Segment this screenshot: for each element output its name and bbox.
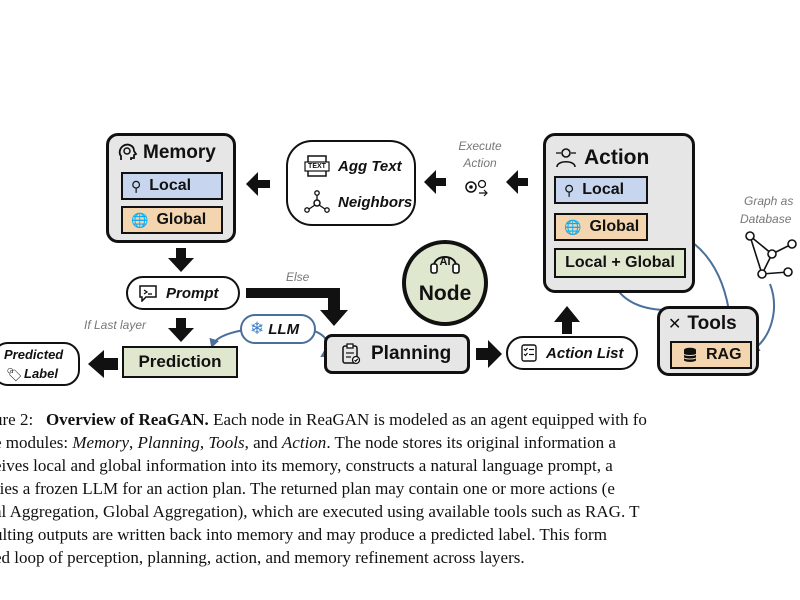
caption-line-3: eives local and global information into … bbox=[0, 456, 613, 475]
action-local-block: ⚲ Local bbox=[554, 176, 648, 204]
planning-label: Planning bbox=[371, 343, 452, 364]
execute-line1: Execute bbox=[458, 139, 502, 153]
graph-icon bbox=[742, 228, 798, 284]
predicted-line1: Predicted bbox=[4, 347, 64, 362]
memory-header: Memory bbox=[117, 142, 216, 164]
graph-db-line1: Graph as bbox=[744, 194, 794, 208]
prompt-label: Prompt bbox=[166, 284, 219, 302]
ai-node-circle: AI Node bbox=[402, 240, 488, 326]
terminal-icon bbox=[138, 284, 158, 303]
prediction-block: Prediction bbox=[122, 346, 238, 378]
checklist-icon bbox=[520, 343, 538, 363]
wrench-screwdriver-icon: ✕ bbox=[668, 316, 682, 333]
caption-line-6: ulting outputs are written back into mem… bbox=[0, 525, 607, 544]
arrow-prediction-to-label bbox=[88, 350, 118, 378]
caption-line-4: ries a frozen LLM for an action plan. Th… bbox=[0, 479, 615, 498]
prompt-pill: Prompt bbox=[126, 276, 240, 310]
predicted-line2: Label bbox=[24, 366, 58, 381]
gear-cycle-icon bbox=[462, 176, 490, 198]
planning-box: Planning bbox=[324, 334, 470, 374]
rag-block: RAG bbox=[670, 341, 752, 369]
globe-icon: 🌐 bbox=[131, 211, 149, 228]
arrow-prompt-to-prediction bbox=[168, 318, 194, 342]
head-network-icon bbox=[554, 146, 578, 170]
action-box: Action ⚲ Local 🌐 Global Local + Global bbox=[543, 133, 695, 293]
if-last-layer-label: If Last layer bbox=[84, 318, 147, 332]
memory-local-label: Local bbox=[149, 177, 192, 194]
action-global-block: 🌐 Global bbox=[554, 213, 648, 241]
action-global-label: Global bbox=[589, 218, 640, 235]
llm-pill: ❄ LLM bbox=[240, 314, 316, 344]
caption-line-5: al Aggregation, Global Aggregation), whi… bbox=[0, 502, 640, 521]
action-header: Action bbox=[554, 146, 649, 170]
memory-global-label: Global bbox=[156, 211, 207, 228]
memory-global-block: 🌐 Global bbox=[121, 206, 223, 234]
graph-db-line2: Database bbox=[740, 212, 792, 226]
arrow-actionlist-to-action bbox=[554, 306, 580, 334]
agg-text-label: Agg Text bbox=[338, 158, 402, 175]
caption-line-1: ure 2: Overview of ReaGAN. Each node in … bbox=[0, 410, 647, 429]
rag-label: RAG bbox=[706, 346, 742, 363]
aggregation-box: TEXT Agg Text Neighbors bbox=[286, 140, 416, 226]
action-local-label: Local bbox=[582, 181, 625, 198]
text-badge: TEXT bbox=[308, 163, 326, 170]
tag-icon: 🏷 bbox=[6, 367, 23, 382]
text-doc-icon: TEXT bbox=[304, 154, 330, 178]
arrow-prompt-to-planning bbox=[246, 288, 348, 326]
node-label: Node bbox=[418, 282, 472, 305]
neighbors-label: Neighbors bbox=[338, 194, 413, 211]
caption-title: Overview of ReaGAN. bbox=[45, 410, 209, 429]
predicted-label-pill: Predicted 🏷 Label bbox=[0, 342, 80, 386]
network-icon bbox=[304, 190, 330, 216]
else-label: Else bbox=[286, 270, 310, 284]
action-list-pill: Action List bbox=[506, 336, 638, 370]
globe-icon: 🌐 bbox=[564, 218, 582, 235]
action-local-global-label: Local + Global bbox=[565, 254, 675, 271]
tools-title: Tools bbox=[687, 313, 737, 334]
llm-label: LLM bbox=[268, 320, 300, 338]
memory-local-block: ⚲ Local bbox=[121, 172, 223, 200]
tools-header: ✕ Tools bbox=[668, 313, 737, 335]
arrow-agg-to-memory bbox=[246, 172, 270, 196]
caption-line-2: e modules: Memory, Planning, Tools, and … bbox=[0, 433, 616, 452]
figure-caption: ure 2: Overview of ReaGAN. Each node in … bbox=[0, 408, 800, 588]
arrow-exec-to-agg bbox=[424, 170, 446, 194]
memory-box: Memory ⚲ Local 🌐 Global bbox=[106, 133, 236, 243]
snowflake-icon: ❄ bbox=[250, 319, 265, 338]
arrow-planning-to-actionlist bbox=[476, 340, 502, 368]
prediction-label: Prediction bbox=[138, 352, 222, 371]
arrow-memory-to-prompt bbox=[168, 248, 194, 272]
ai-label: AI bbox=[439, 256, 451, 268]
execute-line2: Action bbox=[463, 156, 497, 170]
arrow-llm-to-prediction bbox=[209, 329, 245, 348]
arrow-action-to-exec bbox=[506, 170, 528, 194]
tools-box: ✕ Tools RAG bbox=[657, 306, 759, 376]
location-pin-icon: ⚲ bbox=[564, 181, 575, 198]
database-icon bbox=[682, 347, 698, 363]
headset-icon bbox=[429, 250, 461, 276]
action-local-global-block: Local + Global bbox=[554, 248, 686, 278]
location-pin-icon: ⚲ bbox=[131, 177, 142, 194]
execute-action-label: Execute Action bbox=[454, 138, 506, 172]
clipboard-check-icon bbox=[341, 343, 361, 365]
caption-line-7: ed loop of perception, planning, action,… bbox=[0, 548, 525, 567]
action-title: Action bbox=[584, 146, 650, 169]
graph-db-label: Graph as Database bbox=[740, 192, 800, 228]
head-gear-icon bbox=[117, 142, 139, 164]
memory-title: Memory bbox=[143, 142, 216, 163]
action-list-label: Action List bbox=[546, 344, 624, 362]
